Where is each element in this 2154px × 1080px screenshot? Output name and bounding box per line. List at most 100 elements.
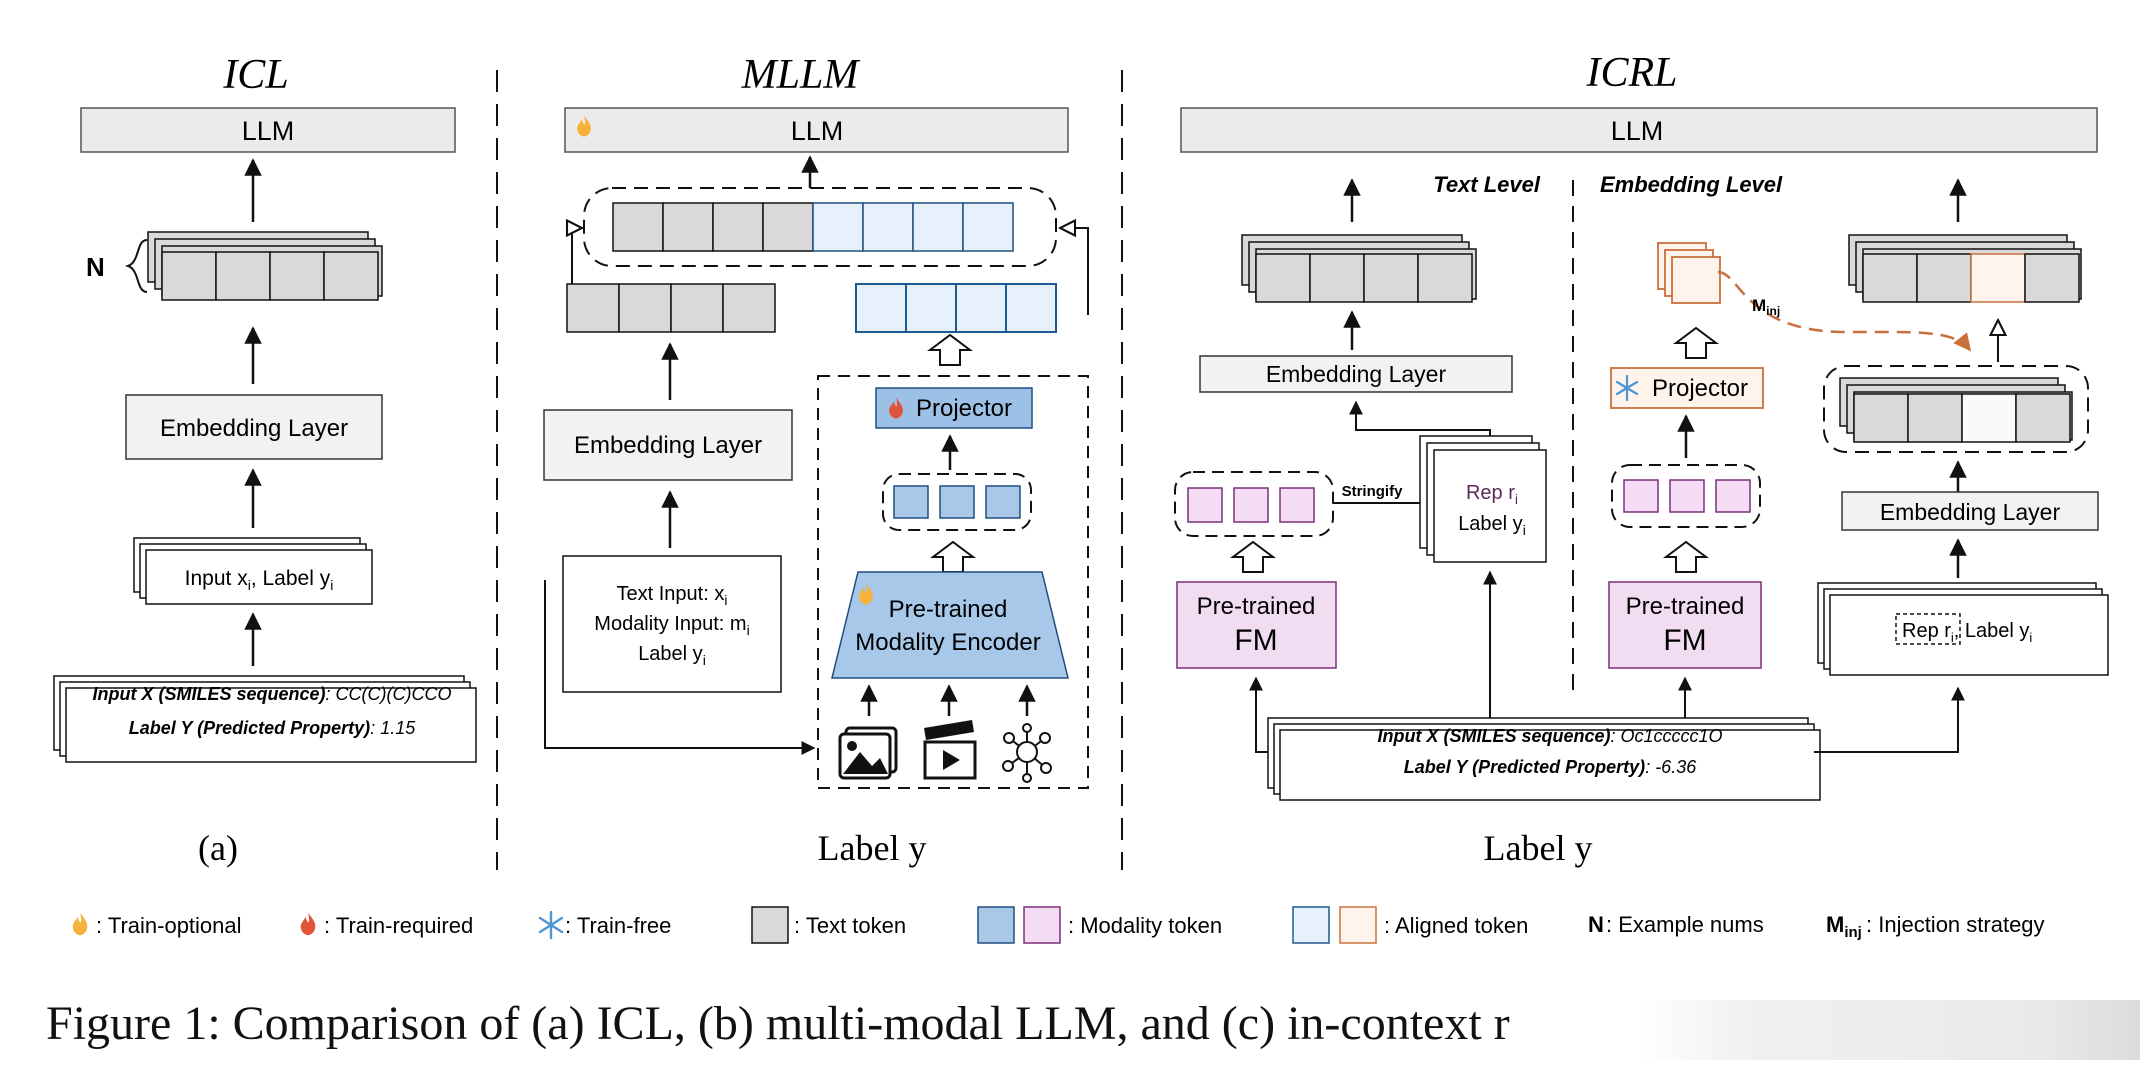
arrow-b-input-to-modalities [544, 580, 816, 755]
panel-b-text-tokens [566, 283, 776, 333]
panel-c-rep-placeholder [1895, 613, 1961, 645]
arrow-b-mod-to-combined [1060, 228, 1089, 315]
legend-text-token: : Text token [794, 913, 906, 938]
panel-c-fm-left-line1: Pre-trained [1197, 593, 1316, 620]
panel-c-llm-bar [1180, 107, 2098, 153]
panel-c-emb-input-tokens [1839, 377, 2073, 443]
panel-b-encoder-line1: Pre-trained [889, 596, 1008, 623]
panel-b-encoder [831, 571, 1069, 679]
legend: : Train-optional : Train-required : Trai… [72, 906, 2045, 944]
image-icon [838, 726, 898, 780]
legend-minj-desc: : Injection strategy [1866, 912, 2045, 937]
panel-a-embedding-layer [125, 394, 383, 460]
panel-c-text-fm-tokens [1187, 487, 1315, 523]
panel-c-data-line1: Input X (SMILES sequence): Oc1ccccc1O [1377, 726, 1722, 746]
panel-c-text-fm-token-group [1174, 471, 1334, 537]
panel-b-label-letter: Label y [818, 828, 927, 868]
panel-b-modality-input: Modality Input: mi [594, 613, 749, 638]
panel-a-label: (a) [198, 828, 238, 868]
panel-c-rep-label: Rep ri [1466, 482, 1518, 507]
arrow-b-projector-up [927, 333, 973, 366]
panel-a-data-line2: Label Y (Predicted Property): 1.15 [129, 718, 416, 738]
panel-c-text-level: Text Level [1433, 172, 1541, 197]
panel-c-emb-fm-token-group [1611, 464, 1761, 528]
arrow-c-data-to-repcard [1814, 686, 1965, 753]
panel-c-embedding-left-label: Embedding Layer [1266, 361, 1447, 387]
legend-aligned-token: : Aligned token [1384, 913, 1528, 938]
legend-train-optional: : Train-optional [96, 913, 242, 938]
legend-text-token-swatch [751, 906, 789, 944]
legend-train-free: : Train-free [565, 913, 671, 938]
legend-modality-token: : Modality token [1068, 913, 1222, 938]
arrow-c-fm-up-right [1663, 540, 1709, 573]
panel-c-title: ICRL [1585, 50, 1677, 96]
panel-b-input-box [562, 555, 782, 693]
panel-b-title: MLLM [741, 52, 861, 98]
arrow-c-projector-up [1673, 326, 1719, 359]
panel-c-aligned-token-stack [1657, 242, 1721, 304]
panel-b-llm-bar [564, 107, 1069, 153]
panel-c-fm-left [1176, 581, 1337, 669]
panel-c-rep-box-label: Rep ri, Label yi [1902, 620, 2032, 645]
panel-c-projector-label: Projector [1652, 375, 1748, 402]
panel-c-embedding-right [1841, 491, 2099, 531]
panel-c-emb-output-tokens [1848, 234, 2082, 303]
legend-flame-required-icon [300, 912, 316, 936]
panel-c-stringify-label: Stringify [1342, 483, 1403, 500]
video-icon [923, 720, 977, 780]
panel-b-combined-tokens [612, 202, 1014, 252]
legend-n-key: N [1588, 912, 1604, 937]
legend-flame-optional-icon [72, 912, 88, 936]
panel-b-label: Label yi [638, 643, 706, 668]
panel-c-embedding-right-label: Embedding Layer [1880, 499, 2061, 525]
panel-c-minj-label: Minj [1752, 296, 1780, 318]
arrow-c-injection [1717, 270, 1972, 352]
legend-train-required: : Train-required [324, 913, 473, 938]
panel-b-encoder-line2: Modality Encoder [855, 629, 1040, 656]
panel-c-projector [1610, 367, 1764, 409]
panel-c-fm-right [1608, 581, 1762, 669]
figure-caption: Figure 1: Comparison of (a) ICL, (b) mul… [46, 997, 1510, 1050]
panel-a-input-cards [133, 537, 373, 605]
panel-c-fm-right-line1: Pre-trained [1626, 593, 1745, 620]
panel-b-modality-token-group [882, 473, 1032, 531]
snowflake-icon [1615, 374, 1639, 402]
panel-c-embedding-left [1199, 355, 1513, 393]
legend-snowflake-icon [538, 910, 564, 940]
panel-b-modality-tokens [893, 485, 1021, 519]
panel-a-embedding-label: Embedding Layer [160, 415, 348, 442]
panel-a-title: ICL [222, 52, 288, 98]
panel-c-embedding-level: Embedding Level [1600, 172, 1783, 197]
panel-c-data-line2: Label Y (Predicted Property): -6.36 [1404, 757, 1697, 777]
legend-modality-purple-swatch [1023, 906, 1061, 944]
panel-c-fm-left-line2: FM [1234, 624, 1277, 657]
panel-c-text-stacked-tokens [1241, 234, 1477, 303]
arrow-b-encoder-up [930, 540, 976, 573]
panel-b-embedding-label: Embedding Layer [574, 432, 762, 459]
legend-aligned-blue-swatch [1292, 906, 1330, 944]
panel-c-rep-cards [1419, 435, 1547, 563]
panel-c-rep-label-y: Label yi [1458, 513, 1526, 538]
panel-b-text-input: Text Input: xi [617, 583, 728, 608]
panel-icl: ICL LLM N Embedding Layer Input x [53, 52, 477, 868]
legend-aligned-orange-swatch [1339, 906, 1377, 944]
panel-b-embedding-layer [543, 409, 793, 481]
panel-c-llm-label: LLM [1611, 116, 1664, 146]
panel-b-combined-group [583, 187, 1057, 267]
panel-a-n-label: N [86, 252, 105, 282]
panel-a-data-line1: Input X (SMILES sequence): CC(C)(C)CCO [92, 684, 451, 704]
arrow-c-data-to-fm-left [1249, 676, 1268, 753]
panel-a-llm-label: LLM [242, 116, 295, 146]
panel-c-data-cards [1267, 717, 1821, 801]
panel-a-input-label: Input xi, Label yi [185, 567, 334, 593]
panel-b-llm-label: LLM [791, 116, 844, 146]
legend-modality-blue-swatch [977, 906, 1015, 944]
panel-c-label-letter: Label y [1484, 828, 1593, 868]
panel-b-aligned-tokens [855, 283, 1057, 333]
panel-icrl: ICRL LLM Text Level Embedding Level Embe… [1174, 50, 2109, 868]
panel-b-projector-label: Projector [916, 395, 1012, 422]
panel-a-stacked-tokens [147, 231, 383, 301]
watermark-overlay [1640, 1000, 2140, 1060]
panel-c-fm-right-line2: FM [1663, 624, 1706, 657]
